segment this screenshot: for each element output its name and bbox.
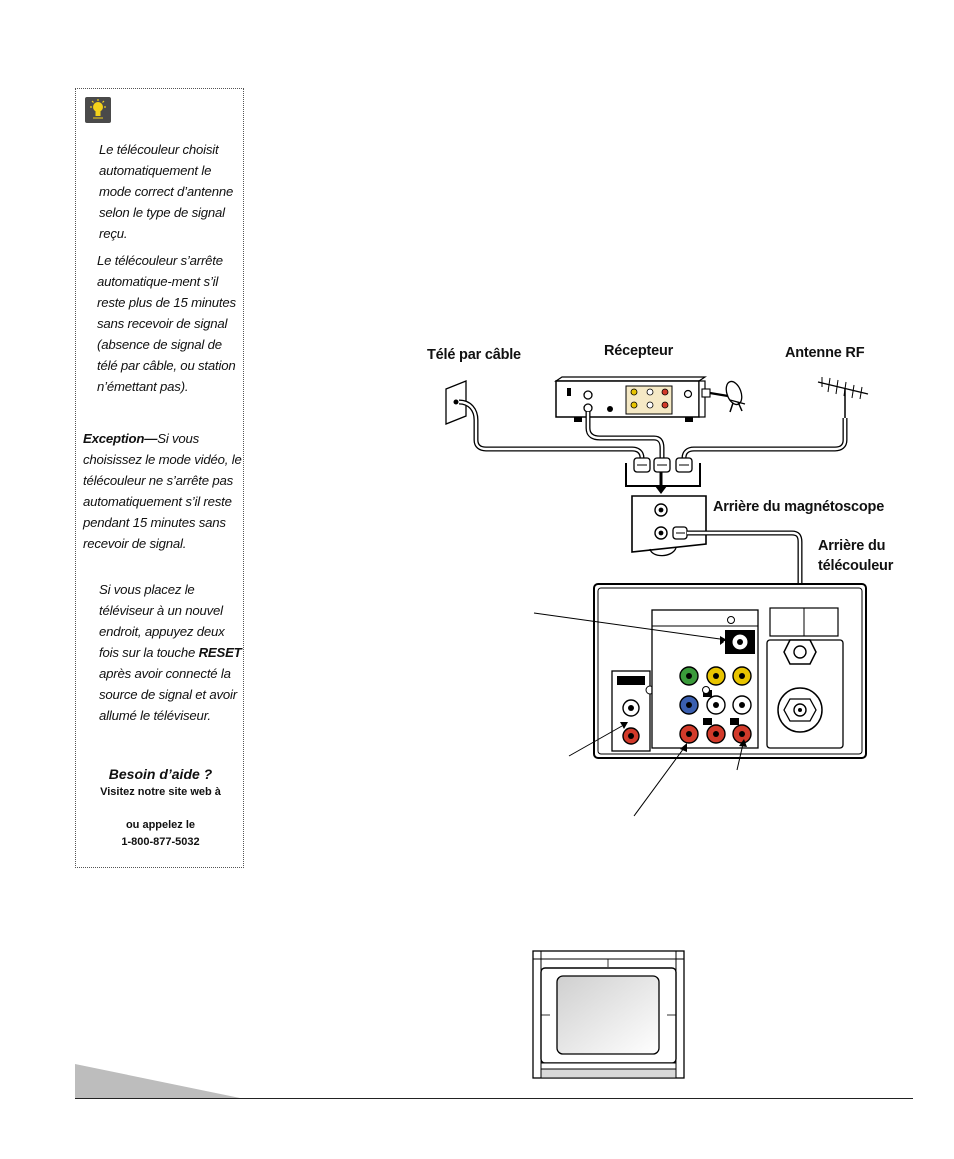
tip-reset: Si vous placez le téléviseur à un nouvel… — [99, 579, 245, 726]
receiver-label: Récepteur — [604, 343, 674, 359]
wall-outlet — [445, 380, 467, 425]
tip-auto-antenna-mode: Le télécouleur choisit automatiquement l… — [99, 142, 234, 241]
help-website-text: Visitez notre site web à — [100, 786, 221, 798]
footer-rule — [75, 1098, 913, 1099]
tv-back-label-line1: Arrière du — [818, 538, 886, 554]
signal-source-bracket — [625, 457, 701, 494]
vcr-back-label: Arrière du magnétoscope — [713, 499, 885, 515]
help-phone-number: 1-800-877-5032 — [121, 836, 200, 848]
satellite-dish-icon — [701, 380, 746, 413]
tv-back-label-line2: télécouleur — [818, 558, 894, 574]
lightbulb-icon — [85, 97, 111, 123]
rf-antenna-icon — [817, 377, 869, 418]
vcr-back-panel — [631, 495, 707, 557]
tip-exception: Exception—Si vous choisissez le mode vid… — [83, 428, 243, 554]
cable-tv-label: Télé par câble — [427, 347, 521, 363]
exception-text: Si vous choisissez le mode vidéo, le tél… — [83, 431, 242, 551]
tv-clearance-diagram — [532, 950, 685, 1079]
reset-key: RESET — [198, 645, 242, 660]
rf-antenna-label: Antenne RF — [785, 345, 865, 361]
exception-label: Exception— — [83, 431, 158, 446]
receiver-box — [554, 376, 707, 422]
callout-lines — [533, 612, 747, 817]
reset-text-post: après avoir connecté la source de signal… — [99, 666, 237, 723]
tip-box: Le télécouleur choisit automatiquement l… — [75, 88, 244, 868]
help-call-text: ou appelez le — [125, 819, 196, 831]
tip-auto-shutoff: Le télécouleur s’arrête automatique-ment… — [97, 253, 236, 394]
footer-tab — [75, 1064, 240, 1098]
help-title: Besoin d’aide ? — [108, 766, 213, 782]
tv-back-panel — [593, 583, 867, 759]
reset-text-pre: Si vous placez le téléviseur à un nouvel… — [99, 582, 225, 660]
